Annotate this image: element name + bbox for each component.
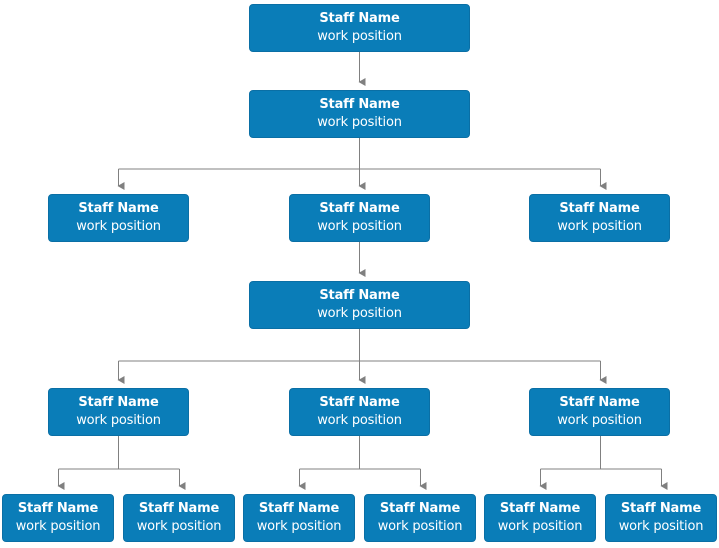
staff-box-level3-left[interactable]: Staff Name work position — [48, 194, 189, 242]
staff-box-level2[interactable]: Staff Name work position — [249, 90, 470, 138]
staff-name: Staff Name — [78, 201, 159, 216]
work-position: work position — [15, 519, 101, 534]
staff-name: Staff Name — [319, 97, 400, 112]
work-position: work position — [136, 519, 222, 534]
work-position: work position — [317, 219, 402, 234]
connector-n5b-trunk — [299, 436, 421, 470]
work-position: work position — [317, 115, 402, 130]
staff-box-level5-left[interactable]: Staff Name work position — [48, 388, 189, 436]
staff-name: Staff Name — [319, 395, 400, 410]
staff-box-level6-1[interactable]: Staff Name work position — [2, 494, 114, 542]
work-position: work position — [317, 413, 402, 428]
staff-box-level6-6[interactable]: Staff Name work position — [605, 494, 717, 542]
connector-n4-trunk — [118, 329, 601, 362]
staff-name: Staff Name — [319, 201, 400, 216]
connector-n5a-trunk — [58, 436, 180, 470]
staff-name: Staff Name — [319, 11, 400, 26]
staff-box-level4[interactable]: Staff Name work position — [249, 281, 470, 329]
work-position: work position — [76, 219, 161, 234]
staff-name: Staff Name — [559, 201, 640, 216]
staff-name: Staff Name — [499, 501, 581, 516]
staff-name: Staff Name — [258, 501, 340, 516]
staff-box-level5-right[interactable]: Staff Name work position — [529, 388, 670, 436]
connector-lines — [57, 52, 668, 490]
staff-name: Staff Name — [319, 288, 400, 303]
staff-box-level6-5[interactable]: Staff Name work position — [484, 494, 596, 542]
staff-box-level3-right[interactable]: Staff Name work position — [529, 194, 670, 242]
staff-box-level1[interactable]: Staff Name work position — [249, 4, 470, 52]
connector-n2-trunk — [118, 138, 601, 170]
staff-box-level6-4[interactable]: Staff Name work position — [364, 494, 476, 542]
staff-name: Staff Name — [559, 395, 640, 410]
work-position: work position — [497, 519, 583, 534]
work-position: work position — [618, 519, 704, 534]
connector-n5c-trunk — [540, 436, 662, 470]
staff-name: Staff Name — [138, 501, 220, 516]
work-position: work position — [317, 29, 402, 44]
staff-box-level3-center[interactable]: Staff Name work position — [289, 194, 430, 242]
work-position: work position — [256, 519, 342, 534]
staff-box-level6-2[interactable]: Staff Name work position — [123, 494, 235, 542]
staff-box-level5-center[interactable]: Staff Name work position — [289, 388, 430, 436]
staff-box-level6-3[interactable]: Staff Name work position — [243, 494, 355, 542]
work-position: work position — [377, 519, 463, 534]
staff-name: Staff Name — [17, 501, 99, 516]
staff-name: Staff Name — [78, 395, 159, 410]
work-position: work position — [557, 219, 642, 234]
work-position: work position — [76, 413, 161, 428]
staff-name: Staff Name — [620, 501, 702, 516]
staff-name: Staff Name — [379, 501, 461, 516]
work-position: work position — [317, 306, 402, 321]
work-position: work position — [557, 413, 642, 428]
